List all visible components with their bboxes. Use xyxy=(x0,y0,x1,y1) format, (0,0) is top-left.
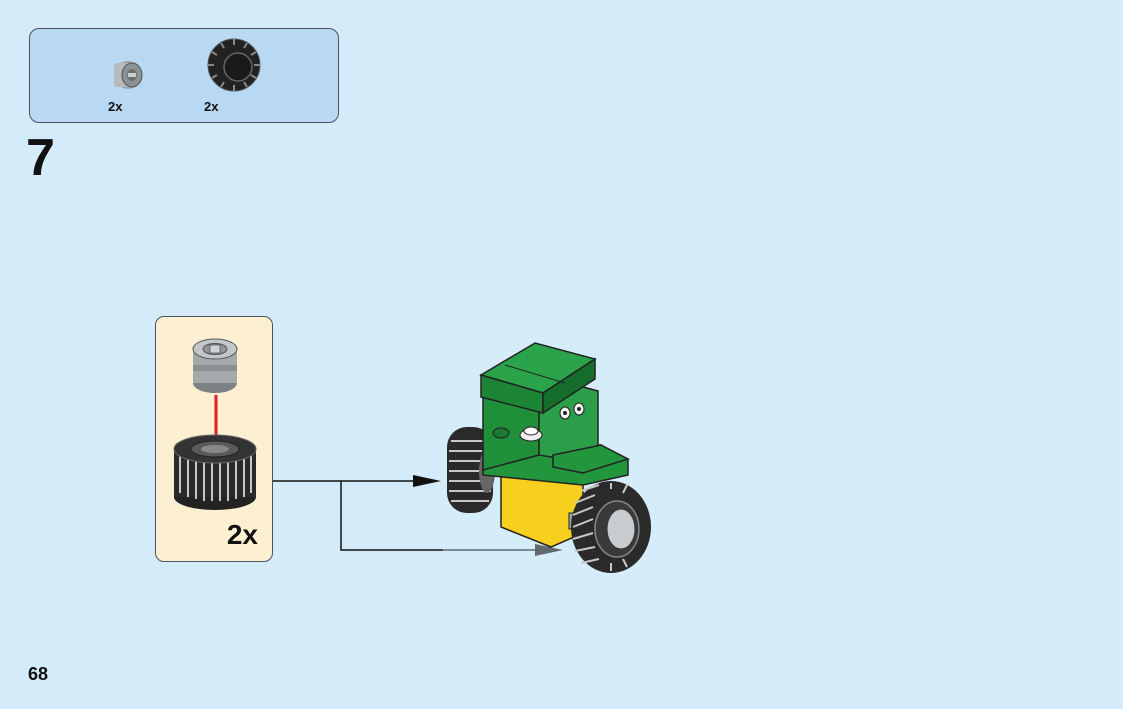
submodel-box: 2x xyxy=(155,316,273,562)
parts-list-box: 2x 2x xyxy=(29,28,339,123)
rim-part-icon xyxy=(192,338,238,393)
step-number: 7 xyxy=(26,129,55,187)
tire-part-icon xyxy=(173,434,257,510)
eyes xyxy=(559,402,585,420)
connector-arrows xyxy=(273,475,563,556)
gray-wheel-rim-icon xyxy=(114,61,143,89)
black-tire-icon xyxy=(207,38,261,92)
front-wheel xyxy=(571,481,651,573)
page-number: 68 xyxy=(28,664,49,684)
assembled-model xyxy=(443,335,653,575)
submodel-qty: 2x xyxy=(226,519,258,550)
part-qty-rim: 2x xyxy=(108,99,123,114)
part-qty-tire: 2x xyxy=(204,99,219,114)
